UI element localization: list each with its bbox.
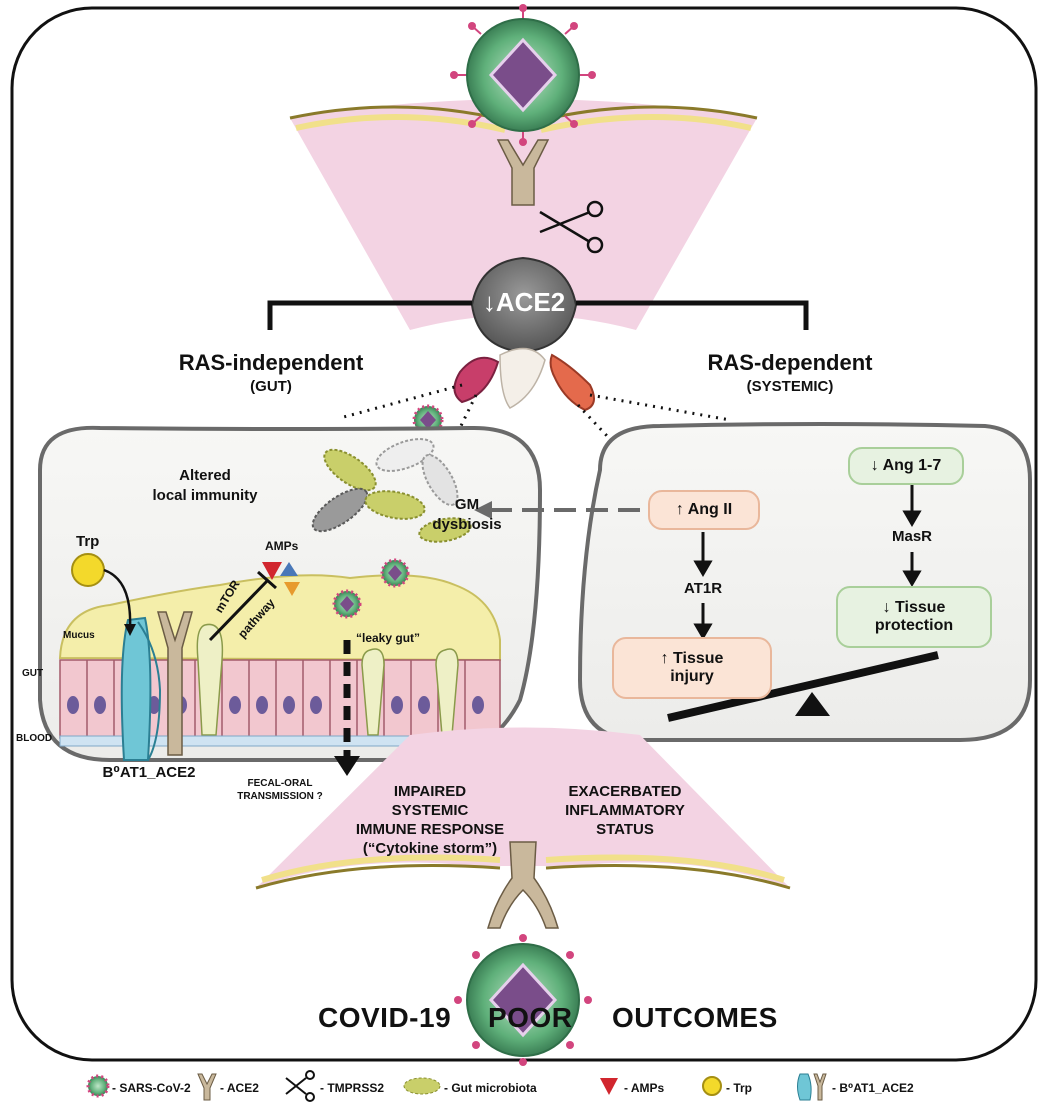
mtor-inhibition: [208, 570, 277, 642]
legend-item-trp: - Trp: [726, 1070, 752, 1106]
legend-item-transporter: - B⁰AT1_ACE2: [832, 1070, 914, 1106]
amps-label: AMPs: [265, 539, 299, 553]
scissors-icon: [539, 200, 604, 254]
trp-arrow: [103, 568, 132, 629]
leaky-gut-arrow: [334, 640, 360, 776]
legend-label: - Gut microbiota: [444, 1081, 537, 1095]
altered-immunity-line2: local immunity: [152, 487, 258, 504]
ace2-text: ACE2: [495, 287, 566, 317]
blood-vessel-illustration: [549, 353, 595, 412]
legend-label: - B⁰AT1_ACE2: [832, 1081, 914, 1095]
intestine-illustration: [453, 347, 546, 409]
bottom-virus-icon: [454, 934, 592, 1066]
mucus-virus-1-icon: [380, 558, 410, 588]
seesaw-balance: [667, 651, 939, 722]
tissue-protection-line2: protection: [874, 617, 954, 634]
ace2-label: ↓ACE2: [476, 287, 572, 318]
leaky-gut-label: “leaky gut”: [356, 631, 421, 645]
legend-label: - SARS-CoV-2: [112, 1081, 191, 1095]
dysbiosis-arrow: [474, 501, 640, 519]
tissue-injury-line2: injury: [670, 668, 714, 685]
right-branch-subtitle: (SYSTEMIC): [746, 378, 834, 395]
mucus-virus-2-icon: [332, 589, 362, 619]
outcome-title-mid: POOR: [488, 1002, 573, 1033]
amp-triangle-icon: [262, 562, 300, 596]
legend: - SARS-CoV-2 - ACE2 - TMPRSS2 - Gut micr…: [0, 1070, 1047, 1106]
systemic-arrows: [693, 484, 922, 640]
transporter-label: B⁰AT1_ACE2: [102, 764, 196, 781]
ang2-box: ↑ Ang II: [648, 490, 760, 530]
exacerbated-line1: EXACERBATED: [568, 783, 682, 800]
impaired-line4: (“Cytokine storm”): [362, 840, 498, 857]
legend-item-amps: - AMPs: [624, 1070, 664, 1106]
microbiota-cluster: [311, 438, 472, 543]
fecal-oral-line1: FECAL-ORAL: [247, 778, 313, 789]
tissue-protection-line1: ↓ Tissue: [882, 598, 946, 616]
tissue-protection-box: ↓ Tissue protection: [836, 586, 992, 648]
trp-label: Trp: [76, 533, 100, 550]
exacerbated-line2: INFLAMMATORY: [565, 802, 685, 819]
transporter-icon: [120, 616, 162, 761]
blood-label: BLOOD: [16, 733, 53, 744]
top-ace2-receptor: [496, 139, 550, 206]
legend-icons: [86, 1070, 827, 1102]
gut-ace2-receptor: [157, 611, 193, 756]
outcome-title-right: OUTCOMES: [612, 1002, 778, 1033]
tissue-injury-box: ↑ Tissue injury: [612, 637, 772, 699]
ang17-text: ↓ Ang 1-7: [870, 456, 942, 474]
altered-immunity-line1: Altered: [179, 467, 231, 484]
gm-dysbiosis-line2: dysbiosis: [432, 516, 502, 533]
top-virus-icon: [450, 4, 596, 146]
legend-item-ace2: - ACE2: [220, 1070, 259, 1106]
tissue-injury-line1: ↑ Tissue: [660, 649, 724, 667]
impaired-line2: SYSTEMIC: [391, 802, 469, 819]
legend-item-tmprss2: - TMPRSS2: [320, 1070, 384, 1106]
bottom-ace2-receptor: [487, 841, 559, 929]
impaired-line1: IMPAIRED: [393, 783, 467, 800]
top-membrane: [290, 99, 757, 330]
fecal-oral-line2: TRANSMISSION ?: [237, 791, 323, 802]
gm-dysbiosis-line1: GM: [454, 496, 480, 513]
impaired-line3: IMMUNE RESPONSE: [355, 821, 505, 838]
mucus-label: Mucus: [63, 630, 95, 641]
bottom-membrane: [256, 727, 790, 888]
left-branch-subtitle: (GUT): [250, 378, 292, 395]
legend-item-gut-microbiota: - Gut microbiota: [444, 1070, 537, 1106]
down-arrow-glyph: ↓: [482, 287, 496, 317]
masr-label: MasR: [891, 528, 932, 545]
legend-label: - Trp: [726, 1081, 752, 1095]
legend-label: - AMPs: [624, 1081, 665, 1095]
trp-ball-icon: [71, 553, 105, 587]
legend-item-sars-cov-2: - SARS-CoV-2: [112, 1070, 191, 1106]
right-branch-title: RAS-dependent: [707, 350, 873, 375]
dotted-connectors: [339, 383, 731, 439]
branch-bracket: [267, 300, 809, 330]
at1r-label: AT1R: [683, 580, 723, 597]
gut-label: GUT: [22, 668, 44, 679]
exacerbated-line3: STATUS: [596, 821, 654, 838]
ang2-text: ↑ Ang II: [675, 500, 733, 518]
outcome-title-left: COVID-19: [318, 1002, 452, 1033]
ang17-box: ↓ Ang 1-7: [848, 447, 964, 485]
legend-label: - TMPRSS2: [320, 1081, 385, 1095]
left-branch-title: RAS-independent: [178, 350, 364, 375]
legend-label: - ACE2: [220, 1081, 259, 1095]
